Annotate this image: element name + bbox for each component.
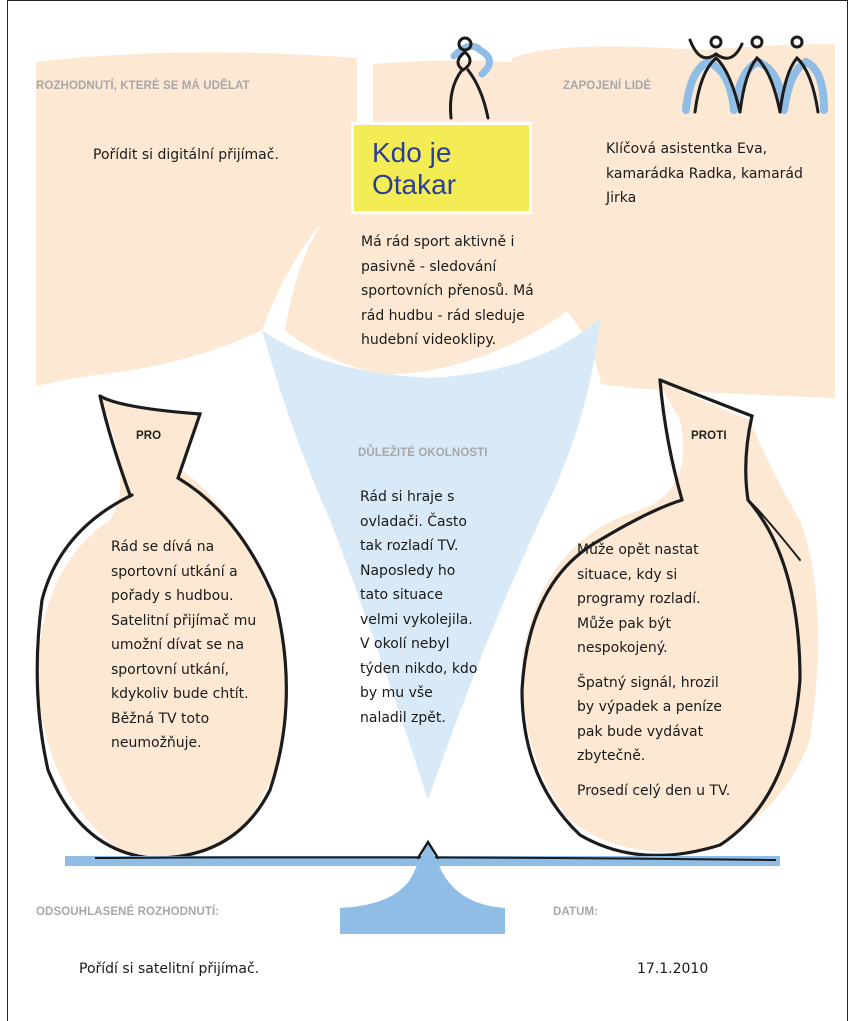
pro-line: umožní dívat se na bbox=[111, 637, 245, 653]
proti-line: by výpadek a peníze bbox=[577, 699, 722, 715]
about-line: rád hudbu - rád sleduje bbox=[361, 307, 525, 324]
pro-line: kdykoliv bude chtít. bbox=[111, 686, 249, 702]
decision-label: ROZHODNUTÍ, KTERÉ SE MÁ UDĚLAT bbox=[36, 80, 250, 92]
page-frame bbox=[7, 0, 848, 1021]
proti-jar-fill bbox=[521, 382, 818, 852]
proti-line: Může opět nastat bbox=[577, 542, 699, 558]
people-label: ZAPOJENÍ LIDÉ bbox=[563, 80, 652, 92]
circumstances-line: naladil zpět. bbox=[360, 709, 446, 726]
proti-line: programy rozladí. bbox=[577, 591, 701, 607]
balance-fulcrum bbox=[340, 842, 505, 934]
pro-label: PRO bbox=[136, 430, 162, 442]
pro-line: pořady s hudbou. bbox=[111, 588, 234, 604]
proti-jar-outline bbox=[520, 378, 802, 857]
circumstances-line: velmi vykolejila. bbox=[360, 611, 473, 628]
pro-line: Satelitní přijímač mu bbox=[111, 612, 257, 629]
proti-line: nespokojený. bbox=[577, 640, 668, 656]
title-line-2: Otakar bbox=[372, 169, 457, 200]
people-text: Klíčová asistentka Eva, kamarádka Radka,… bbox=[606, 137, 803, 211]
agreed-text: Pořídí si satelitní přijímač. bbox=[79, 961, 260, 977]
people-panel bbox=[512, 44, 835, 398]
title-box: Kdo je Otakar bbox=[351, 122, 532, 214]
people-line: Klíčová asistentka Eva, bbox=[606, 141, 768, 157]
page-title: Kdo je Otakar bbox=[372, 137, 456, 201]
circumstances-line: V okolí nebyl bbox=[360, 636, 450, 652]
people-line: kamarádka Radka, kamarád bbox=[606, 165, 803, 182]
proti-text: Může opět nastat situace, kdy si program… bbox=[577, 538, 730, 803]
title-line-1: Kdo je bbox=[372, 137, 452, 168]
pro-line: Běžná TV toto bbox=[111, 710, 210, 727]
agreed-label: ODSOUHLASENÉ ROZHODNUTÍ: bbox=[36, 906, 220, 918]
circumstances-line: Naposledy ho bbox=[360, 562, 456, 579]
person-icon bbox=[449, 36, 493, 120]
decision-panel bbox=[36, 52, 357, 386]
about-line: Má rád sport aktivně i bbox=[361, 234, 515, 250]
about-line: pasivně - sledování bbox=[361, 258, 497, 275]
date-text: 17.1.2010 bbox=[637, 961, 709, 977]
decision-text: Pořídit si digitální přijímač. bbox=[93, 147, 279, 163]
proti-line: zbytečně. bbox=[577, 748, 646, 764]
date-label: DATUM: bbox=[553, 906, 599, 918]
pro-line: neumožňuje. bbox=[111, 735, 202, 751]
circumstances-text: Rád si hraje s ovladači. Často tak rozla… bbox=[360, 485, 477, 730]
pro-line: Rád se dívá na bbox=[111, 539, 215, 555]
circumstances-label: DŮLEŽITÉ OKOLNOSTI bbox=[358, 447, 488, 459]
circumstances-line: by mu vše bbox=[360, 685, 433, 701]
pro-line: sportovní utkání a bbox=[111, 563, 238, 580]
proti-label: PROTI bbox=[691, 430, 727, 442]
about-text: Má rád sport aktivně i pasivně - sledová… bbox=[361, 230, 534, 353]
proti-line: pak bude vydávat bbox=[577, 723, 704, 740]
circumstances-line: Rád si hraje s bbox=[360, 489, 455, 505]
about-line: hudební videoklipy. bbox=[361, 332, 497, 348]
circumstances-line: tato situace bbox=[360, 587, 444, 603]
pro-text: Rád se dívá na sportovní utkání a pořady… bbox=[111, 535, 256, 756]
circumstances-line: týden nikdo, kdo bbox=[360, 660, 478, 677]
about-line: sportovních přenosů. Má bbox=[361, 283, 534, 299]
circumstances-line: tak rozladí TV. bbox=[360, 538, 459, 554]
people-line: Jirka bbox=[606, 190, 637, 206]
proti-line: Špatný signál, hrozil bbox=[577, 674, 719, 691]
proti-line: Prosedí celý den u TV. bbox=[577, 782, 731, 799]
proti-line: Může pak být bbox=[577, 615, 672, 632]
pro-line: sportovní utkání, bbox=[111, 661, 230, 678]
group-of-people-icon bbox=[682, 35, 828, 114]
circumstances-funnel bbox=[262, 318, 600, 800]
pro-jar-outline bbox=[35, 394, 288, 860]
proti-line: situace, kdy si bbox=[577, 566, 678, 583]
pro-jar-fill bbox=[37, 398, 289, 857]
circumstances-line: ovladači. Často bbox=[360, 513, 467, 530]
